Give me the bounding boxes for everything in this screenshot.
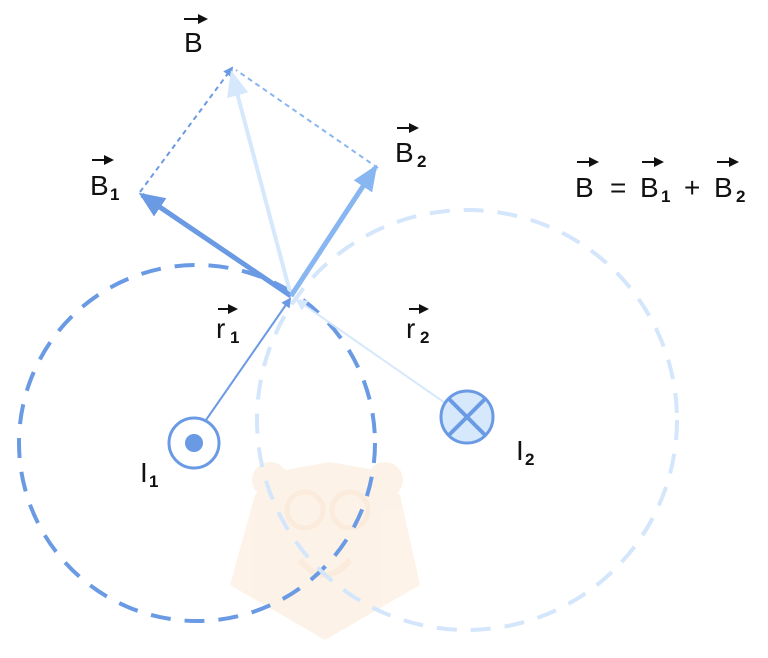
vector-b1-arrow bbox=[138, 192, 293, 299]
svg-text:B: B bbox=[575, 172, 594, 203]
construction-line-b2-to-b bbox=[235, 69, 379, 169]
vector-sum-formula: B = B 1 + B 2 bbox=[575, 157, 745, 206]
label-b1: B 1 bbox=[90, 155, 119, 204]
label-i2: I 2 bbox=[516, 435, 534, 469]
svg-text:B: B bbox=[640, 172, 659, 203]
svg-text:+: + bbox=[684, 172, 700, 203]
svg-text:1: 1 bbox=[230, 328, 239, 347]
svg-text:2: 2 bbox=[420, 328, 429, 347]
cross-in-circle-icon bbox=[439, 389, 495, 445]
svg-text:B: B bbox=[395, 137, 414, 168]
svg-text:1: 1 bbox=[149, 472, 158, 491]
label-r1: r 1 bbox=[216, 304, 239, 347]
svg-text:r: r bbox=[216, 313, 225, 344]
svg-text:r: r bbox=[406, 313, 415, 344]
svg-text:2: 2 bbox=[736, 187, 745, 206]
construction-line-b1-to-b bbox=[139, 66, 234, 193]
vector-b-arrow bbox=[227, 70, 293, 297]
svg-text:=: = bbox=[610, 172, 626, 203]
vector-b2-arrow bbox=[288, 164, 378, 298]
dot-in-circle-icon bbox=[167, 416, 221, 470]
svg-text:B: B bbox=[184, 27, 203, 58]
vector-r2-arrow bbox=[295, 298, 449, 406]
svg-text:I: I bbox=[516, 435, 524, 466]
svg-text:1: 1 bbox=[110, 185, 119, 204]
bear-mascot-icon bbox=[230, 462, 420, 640]
label-b: B bbox=[184, 14, 208, 58]
svg-text:I: I bbox=[140, 457, 148, 488]
label-i1: I 1 bbox=[140, 457, 158, 491]
label-b2: B 2 bbox=[395, 123, 426, 171]
svg-text:2: 2 bbox=[417, 152, 426, 171]
svg-text:1: 1 bbox=[661, 187, 670, 206]
svg-text:B: B bbox=[90, 170, 109, 201]
svg-text:2: 2 bbox=[525, 450, 534, 469]
field-line-circle-2 bbox=[255, 208, 679, 632]
field-line-circle-1 bbox=[17, 263, 377, 623]
label-r2: r 2 bbox=[406, 304, 429, 347]
svg-text:B: B bbox=[714, 172, 733, 203]
vector-r1-arrow bbox=[205, 297, 292, 421]
